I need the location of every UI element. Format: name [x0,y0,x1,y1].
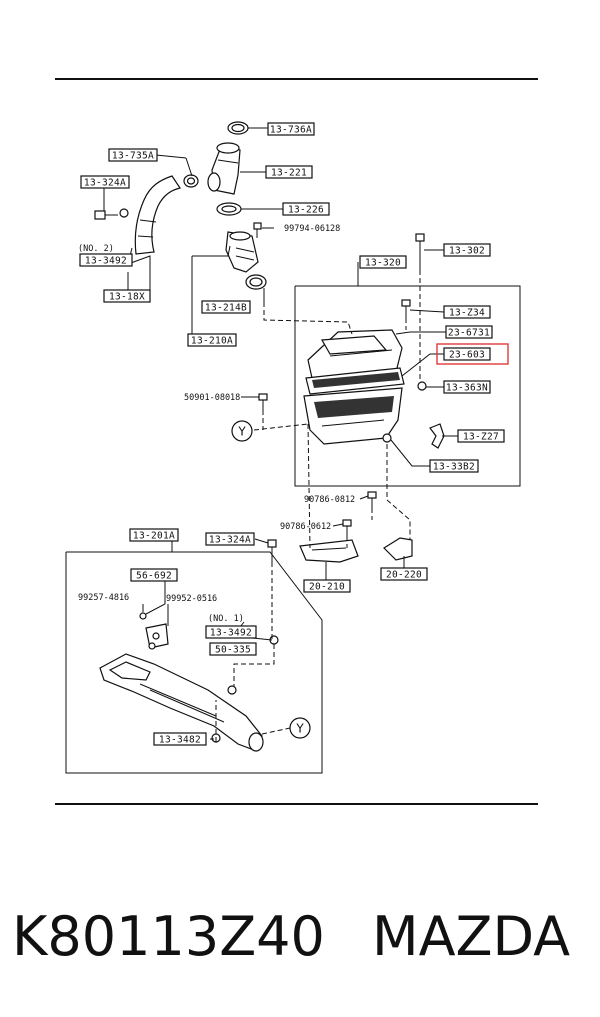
label-50901-08018: 50901-08018 [184,393,240,403]
gasket-ring-part [245,274,267,290]
callout-56-692: 56-692 [130,568,178,582]
callout-13-324A-lower: 13-324A [205,532,255,546]
air-flow-meter-part [225,231,259,273]
svg-text:13-324A: 13-324A [209,535,251,546]
svg-text:13-363N: 13-363N [446,383,488,394]
highlight-frame [436,343,509,365]
svg-text:13-201A: 13-201A [133,531,175,542]
case-nut-part [417,381,427,391]
label-99794-06128: 99794-06128 [284,224,340,234]
svg-text:23-6731: 23-6731 [448,328,490,339]
svg-text:56-692: 56-692 [136,571,172,582]
case-bolt-part [401,299,411,318]
svg-text:13-210A: 13-210A [191,336,233,347]
svg-text:Y: Y [295,722,304,736]
hose-part [134,175,181,255]
caption-part-number: K80113Z40 [12,905,325,968]
bolt-part [94,208,129,220]
svg-text:13-320: 13-320 [365,258,401,269]
label-no-1: (NO. 1) [208,614,244,624]
reference-mark-upper: Y [231,420,253,442]
caption: K80113Z40 MAZDA [0,900,600,980]
svg-text:13-735A: 13-735A [112,151,154,162]
upper-clamp-part [227,121,249,135]
air-filter-element-part [305,367,405,395]
svg-text:13-226: 13-226 [288,205,324,216]
air-duct-part [99,653,264,752]
intake-pipe-part [207,142,241,195]
leader-lines [79,127,458,740]
callout-20-220: 20-220 [380,567,428,581]
bolt-50901-part [258,393,268,410]
callout-13-214B: 13-214B [201,300,251,314]
label-99952-0516: 99952-0516 [166,594,217,604]
bracket-20-220-part [383,537,413,561]
callout-23-603: 23-603 [436,343,509,365]
svg-text:13-3492: 13-3492 [210,628,252,639]
callout-13-Z27: 13-Z27 [457,429,505,443]
callout-13-201A: 13-201A [129,528,179,542]
svg-text:13-214B: 13-214B [205,303,247,314]
reference-mark-lower: Y [289,717,311,739]
callout-13-3482: 13-3482 [153,732,207,746]
duct-clip-part [227,685,237,695]
svg-text:13-324A: 13-324A [84,178,126,189]
resonator-bracket-part [145,623,169,649]
duct-bolt-part [267,539,277,562]
air-cleaner-frame [294,285,521,487]
callout-13-210A: 13-210A [187,333,237,347]
svg-text:13-302: 13-302 [449,246,485,257]
bracket-20-210-part [299,539,359,563]
svg-text:Y: Y [237,425,246,439]
long-bolt-part [415,233,425,270]
callout-13-324A-upper: 13-324A [80,175,130,189]
callout-50-335: 50-335 [209,642,257,656]
callout-23-6731: 23-6731 [445,325,493,339]
svg-text:50-335: 50-335 [215,645,251,656]
caption-brand: MAZDA [372,905,571,968]
air-cleaner-case-part [303,387,403,445]
svg-text:20-220: 20-220 [386,570,422,581]
screw-part [253,222,262,238]
callout-13-33B2: 13-33B2 [429,459,479,473]
bolt-90786-0612-part [342,519,352,536]
callout-13-Z34: 13-Z34 [443,305,491,319]
label-90786-0812: 90786-0812 [304,495,355,505]
svg-text:13-Z27: 13-Z27 [463,432,499,443]
duct-screw-part [139,612,156,650]
grommet-part [382,433,392,443]
label-90786-0612: 90786-0612 [280,522,331,532]
callout-13-3492-lower: 13-3492 [205,625,257,639]
label-no-2: (NO. 2) [78,244,114,254]
svg-text:13-3492: 13-3492 [85,256,127,267]
callout-13-735A: 13-735A [108,148,158,162]
callout-13-363N: 13-363N [443,380,491,394]
callout-13-221: 13-221 [265,165,313,179]
svg-text:13-33B2: 13-33B2 [433,462,475,473]
callout-20-210: 20-210 [303,579,351,593]
svg-text:13-736A: 13-736A [270,125,312,136]
svg-text:13-221: 13-221 [271,168,307,179]
lower-clamp-part [216,202,242,216]
bracket-clip-part [429,423,445,449]
dashed-connections [215,270,421,742]
small-clamp-part [183,174,199,188]
svg-text:20-210: 20-210 [309,582,345,593]
svg-text:13-Z34: 13-Z34 [449,308,485,319]
svg-text:13-3482: 13-3482 [159,735,201,746]
svg-text:13-18X: 13-18X [109,292,145,303]
svg-text:23-603: 23-603 [449,350,485,361]
callout-13-302: 13-302 [443,243,491,257]
bolt-90786-0812-part [367,491,377,508]
callout-13-18X: 13-18X [103,289,151,303]
air-cleaner-cover-part [307,329,403,379]
callout-13-736A: 13-736A [267,122,315,136]
lower-duct-frame [65,551,323,774]
callout-13-3492-upper: 13-3492 [79,253,133,267]
callout-13-226: 13-226 [282,202,330,216]
callout-13-320: 13-320 [359,255,407,269]
label-99257-4816: 99257-4816 [78,593,129,603]
